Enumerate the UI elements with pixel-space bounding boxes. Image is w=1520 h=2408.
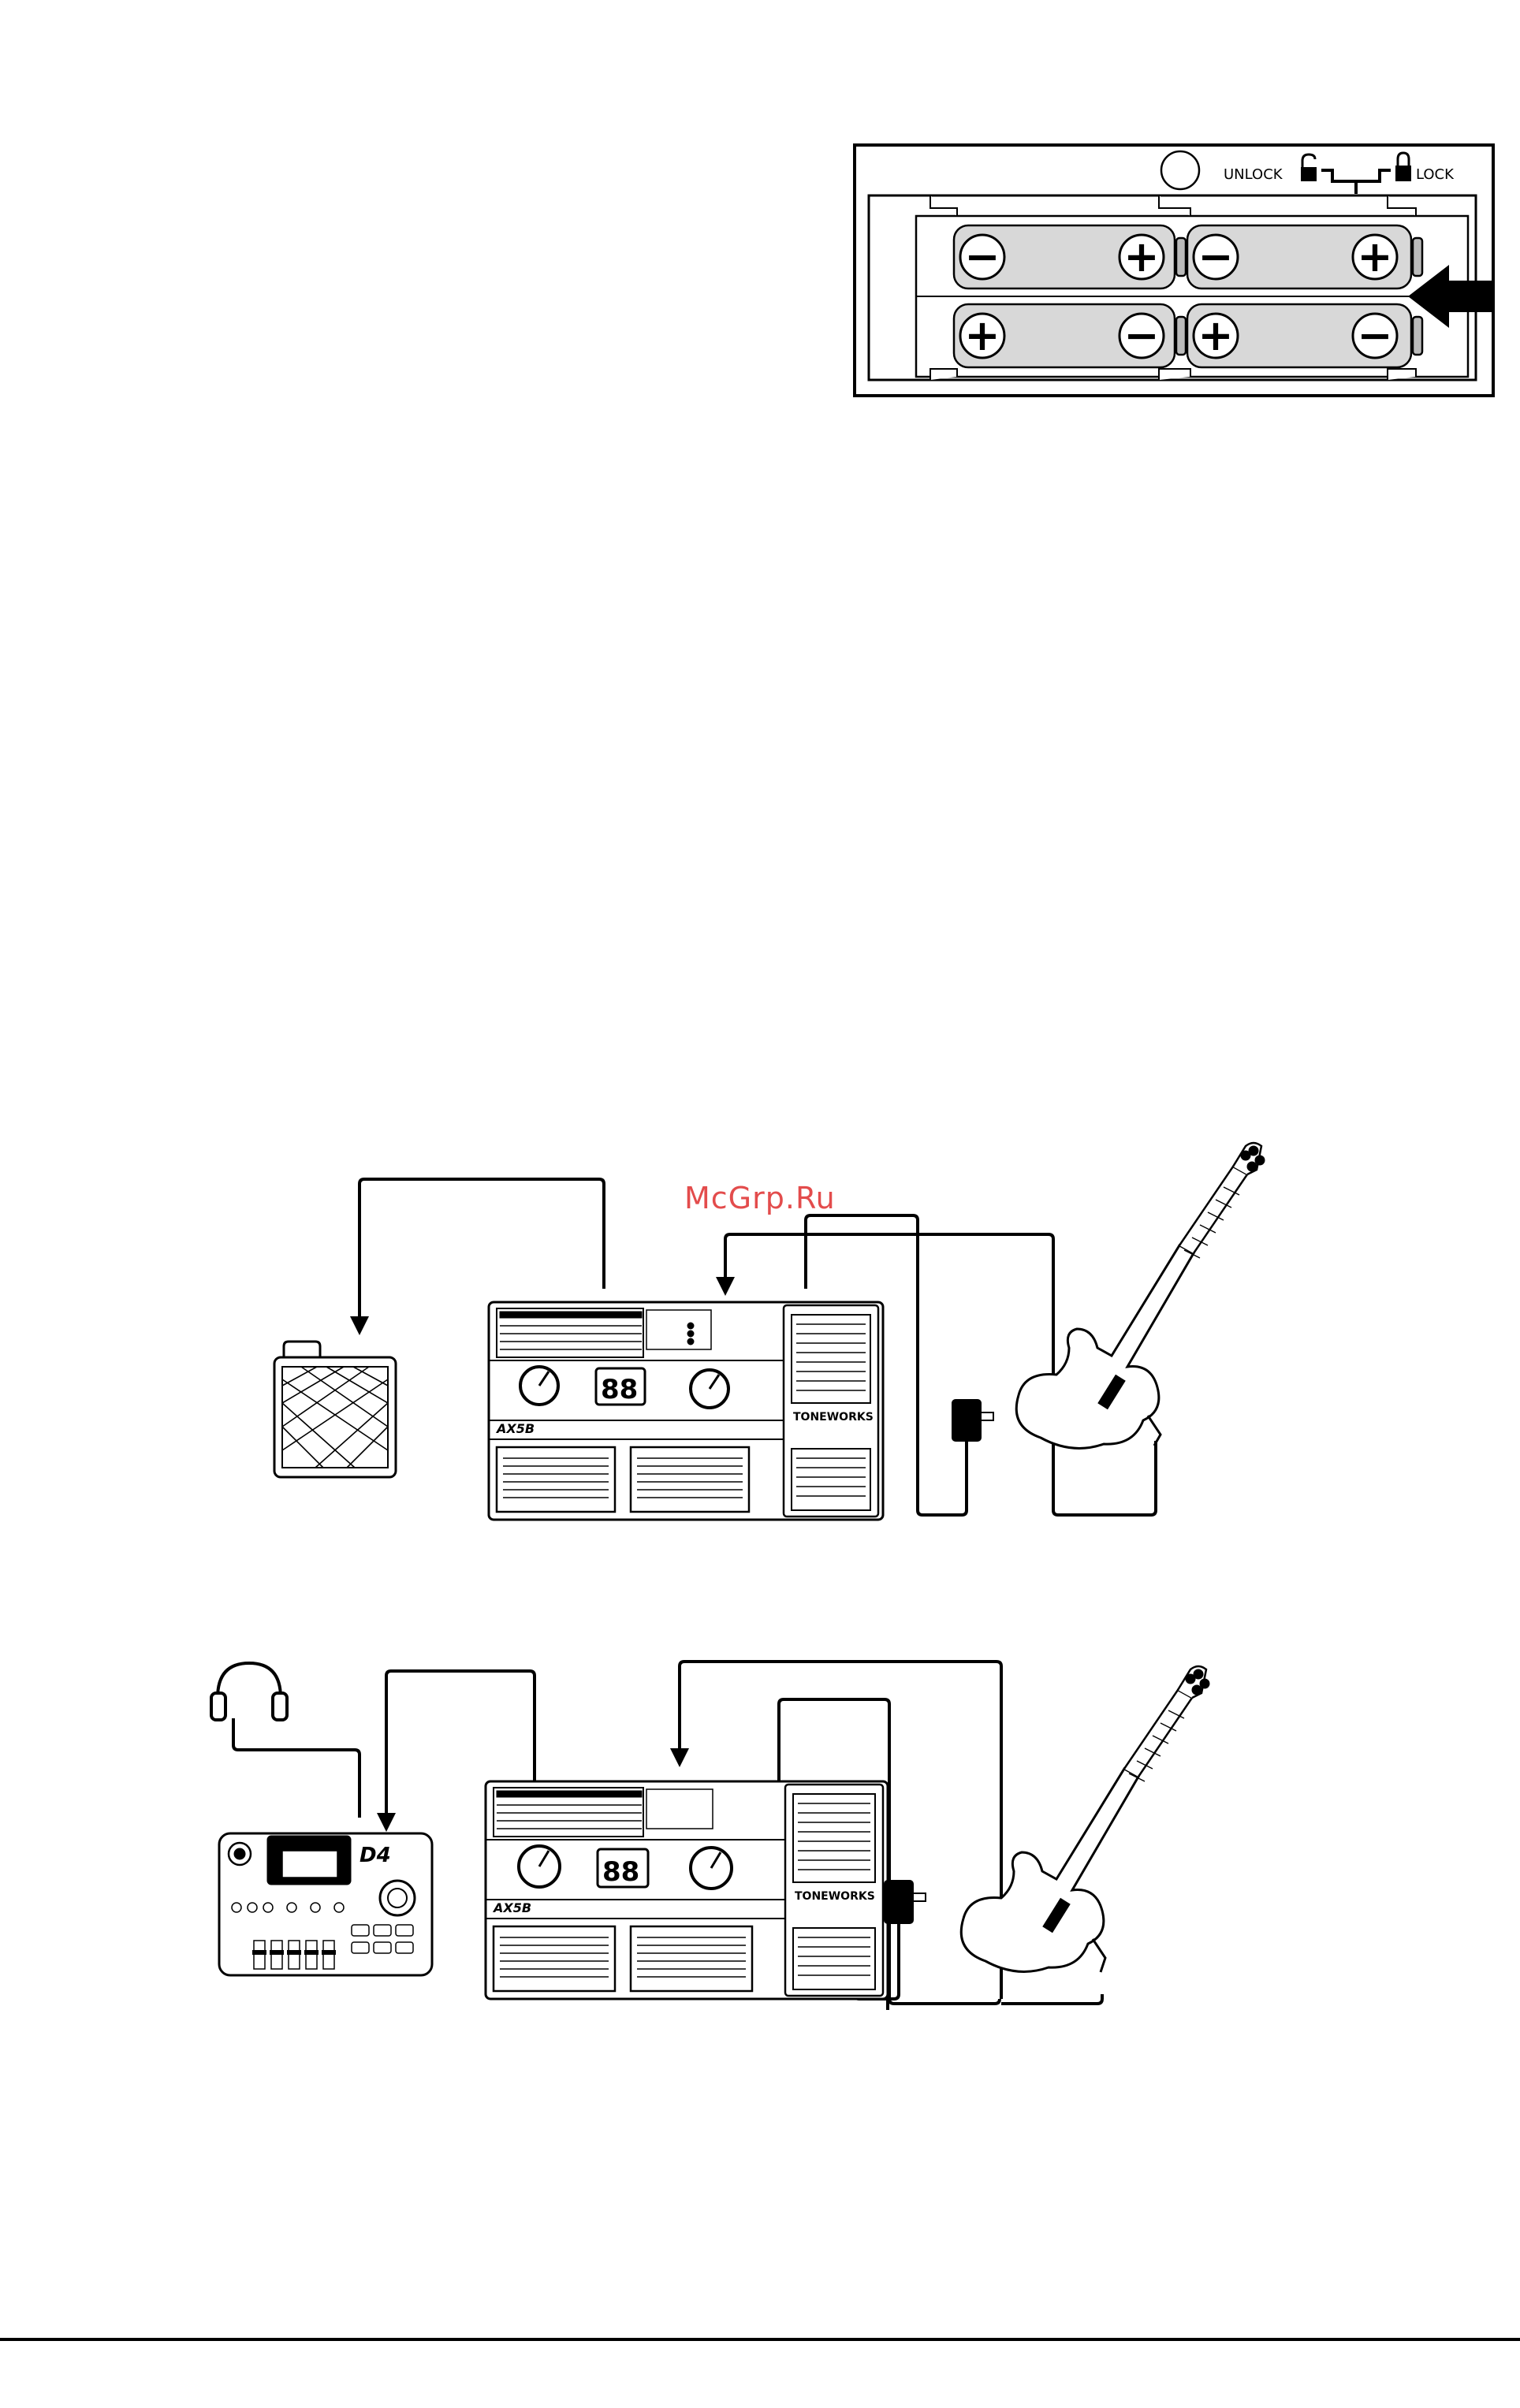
battery-sign: + xyxy=(964,311,1000,360)
headphones-icon xyxy=(211,1663,287,1720)
multitrack-recorder xyxy=(219,1833,432,1975)
battery-sign: + xyxy=(1357,232,1392,281)
lock-label: LOCK xyxy=(1416,166,1455,183)
recorder-model-label: D4 xyxy=(360,1844,391,1867)
battery-sign: + xyxy=(1198,311,1233,360)
unit-model-label: AX5B xyxy=(495,1421,535,1436)
connection-diagram-amp: 88 AX5B TONEWORKS xyxy=(237,1135,1340,1545)
connection-diagram-recorder: D4 88 xyxy=(205,1647,1340,2018)
arrow-down-icon xyxy=(377,1813,396,1832)
battery-sign: − xyxy=(1123,311,1159,360)
arrow-down-icon xyxy=(670,1748,689,1767)
unit-brand-label: TONEWORKS xyxy=(793,1411,874,1424)
svg-text:88: 88 xyxy=(602,1856,639,1888)
battery-sign: − xyxy=(1357,311,1392,360)
guitar-amplifier xyxy=(274,1342,396,1477)
svg-text:88: 88 xyxy=(601,1374,638,1405)
unlock-label: UNLOCK xyxy=(1224,166,1283,183)
release-hole-icon xyxy=(1161,151,1199,189)
bottom-rule xyxy=(0,2338,1520,2341)
bass-guitar xyxy=(961,1666,1209,1972)
ac-adapter xyxy=(952,1400,993,1460)
battery-sign: − xyxy=(964,232,1000,281)
battery-sign: − xyxy=(1198,232,1233,281)
unit-brand-label: TONEWORKS xyxy=(795,1890,875,1903)
unit-model-label: AX5B xyxy=(492,1900,531,1915)
arrow-down-icon xyxy=(716,1277,735,1296)
battery-compartment-figure: UNLOCK LOCK xyxy=(851,142,1498,402)
arrow-down-icon xyxy=(350,1316,369,1335)
battery-sign: + xyxy=(1123,232,1159,281)
